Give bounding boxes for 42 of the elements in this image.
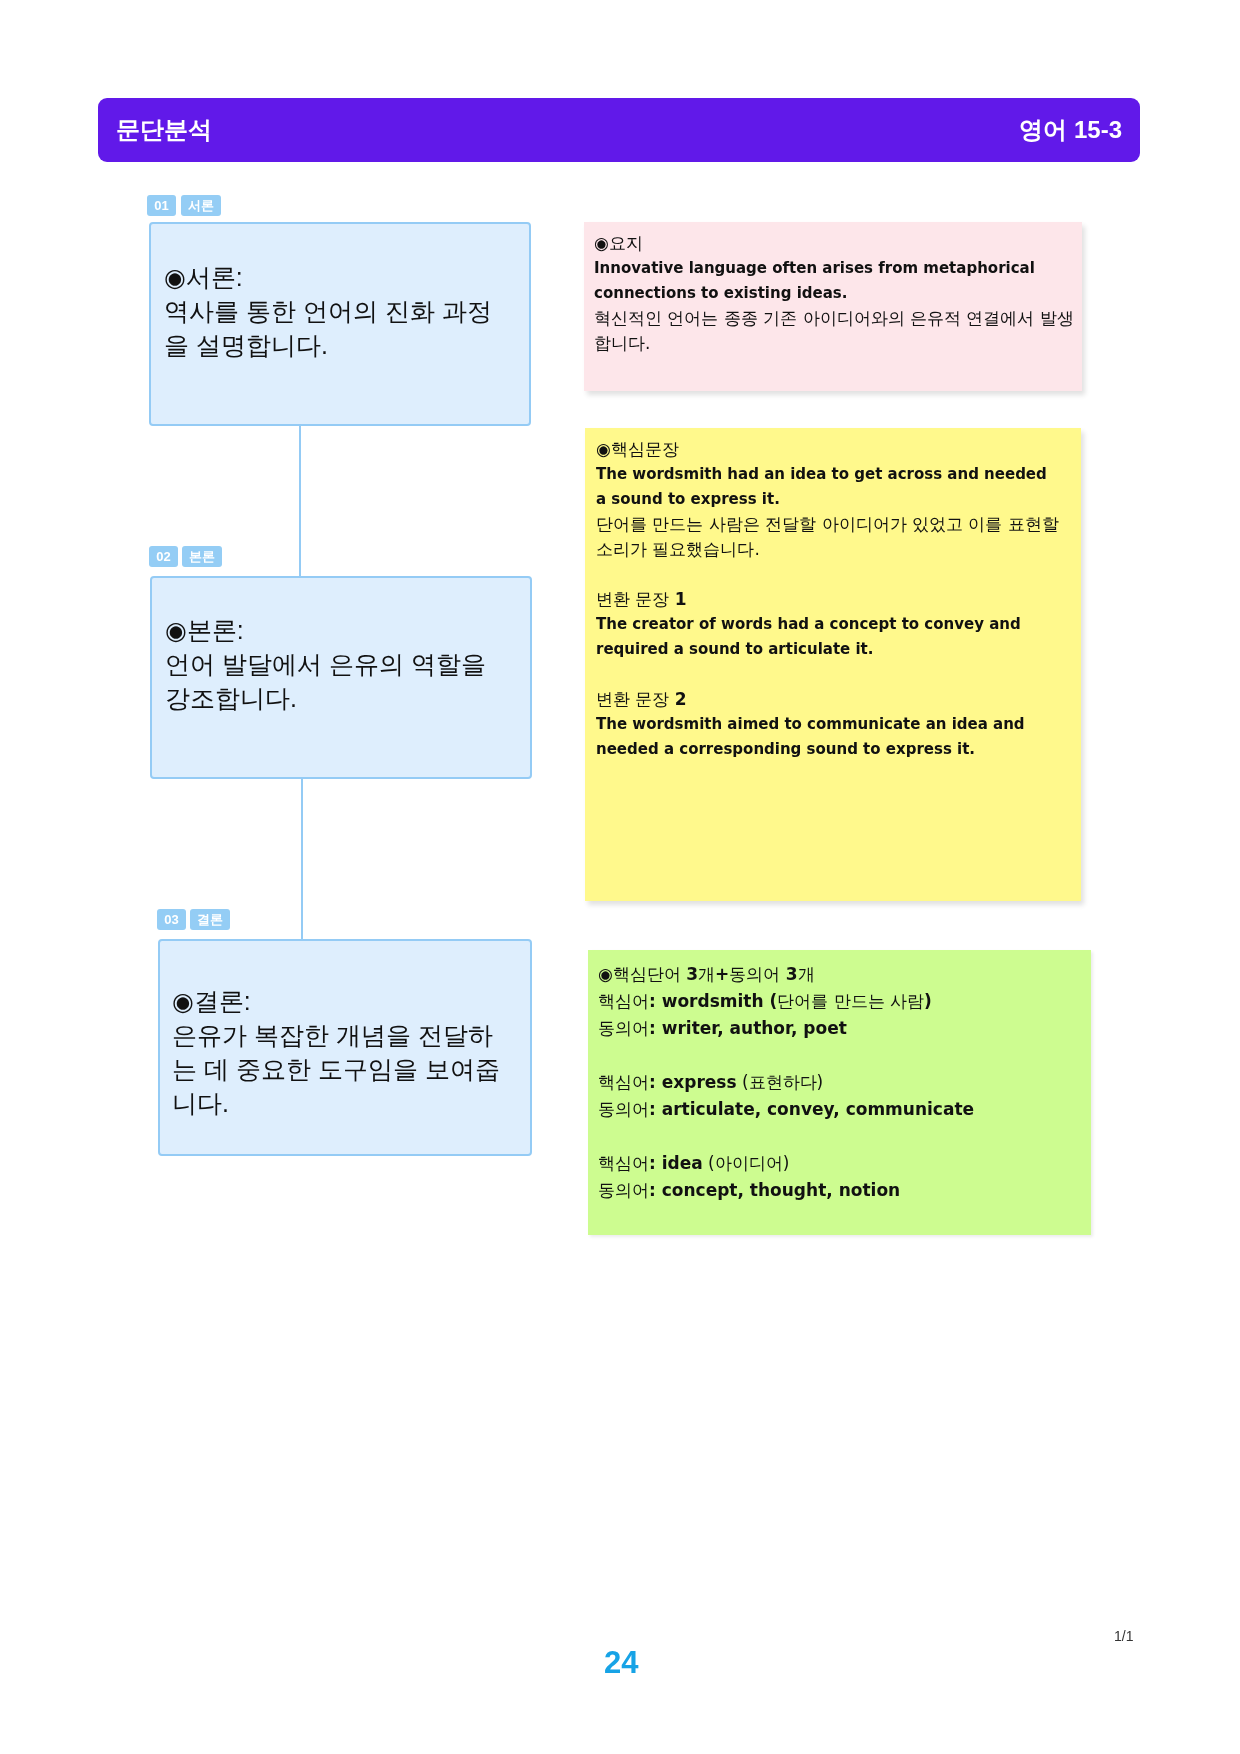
- summary-note: [584, 222, 1082, 391]
- section-name-badge: 서론: [181, 195, 221, 216]
- section-text: 은유가 복잡한 개념을 전달하는 데 중요한 도구임을 보여줍니다.: [172, 1020, 501, 1119]
- section-name-badge: 본론: [182, 546, 222, 567]
- korean-translation: 단어를 만드는 사람은 전달할 아이디어가 있었고 이를 표현할 소리가 필요했습니다.: [596, 513, 1060, 561]
- section-heading: ◉본론:: [165, 615, 245, 646]
- section-text: 언어 발달에서 은유의 역할을 강조합니다.: [165, 649, 487, 714]
- step-number-badge: 01: [147, 195, 176, 216]
- note-heading: ◉요지: [594, 232, 644, 255]
- keyword-line: 핵심어: wordsmith (단어를 만드는 사람): [598, 990, 933, 1013]
- section-text: 역사를 통한 언어의 진화 과정을 설명합니다.: [164, 296, 493, 361]
- page-count: 1/1: [1114, 1628, 1134, 1644]
- section-heading: ◉결론:: [172, 986, 252, 1017]
- step-number-badge: 02: [149, 546, 178, 567]
- connector-line: [301, 778, 303, 940]
- english-sentence: Innovative language often arises from metaphorical connections to existing ideas.: [594, 258, 1036, 304]
- note-heading: ◉핵심문장: [596, 438, 680, 461]
- section-heading: ◉서론:: [164, 262, 244, 293]
- keyword-line: 핵심어: idea (아이디어): [598, 1152, 791, 1175]
- synonym-line: 동의어: articulate, convey, communicate: [598, 1098, 976, 1121]
- vocabulary-note: [588, 950, 1091, 1235]
- header-subtitle: 영어 15-3: [1019, 115, 1122, 145]
- english-sentence: The creator of words had a concept to convey and required a sound to articulate it.: [596, 614, 1022, 660]
- step-number-badge: 03: [157, 909, 186, 930]
- english-sentence: The wordsmith aimed to communicate an idea and needed a corresponding sound to express it.: [596, 714, 1026, 760]
- page-number: 24: [604, 1645, 639, 1681]
- korean-translation: 혁신적인 언어는 종종 기존 아이디어와의 은유적 연결에서 발생합니다.: [594, 307, 1074, 355]
- keyword-line: 핵심어: express (표현하다): [598, 1071, 825, 1094]
- connector-line: [299, 425, 301, 577]
- key-sentence-note: [585, 428, 1081, 901]
- synonym-line: 동의어: concept, thought, notion: [598, 1179, 902, 1202]
- english-sentence: The wordsmith had an idea to get across and needed a sound to express it.: [596, 464, 1048, 510]
- header-title: 문단분석: [116, 115, 212, 145]
- section-box: [158, 939, 532, 1156]
- sentence-heading: 변환 문장 2: [596, 688, 688, 711]
- synonym-line: 동의어: writer, author, poet: [598, 1017, 848, 1040]
- section-box: [150, 576, 532, 779]
- header-band: [98, 98, 1140, 162]
- sentence-heading: 변환 문장 1: [596, 588, 688, 611]
- section-box: [149, 222, 531, 426]
- note-heading: ◉핵심단어 3개+동의어 3개: [598, 963, 816, 986]
- section-name-badge: 결론: [190, 909, 230, 930]
